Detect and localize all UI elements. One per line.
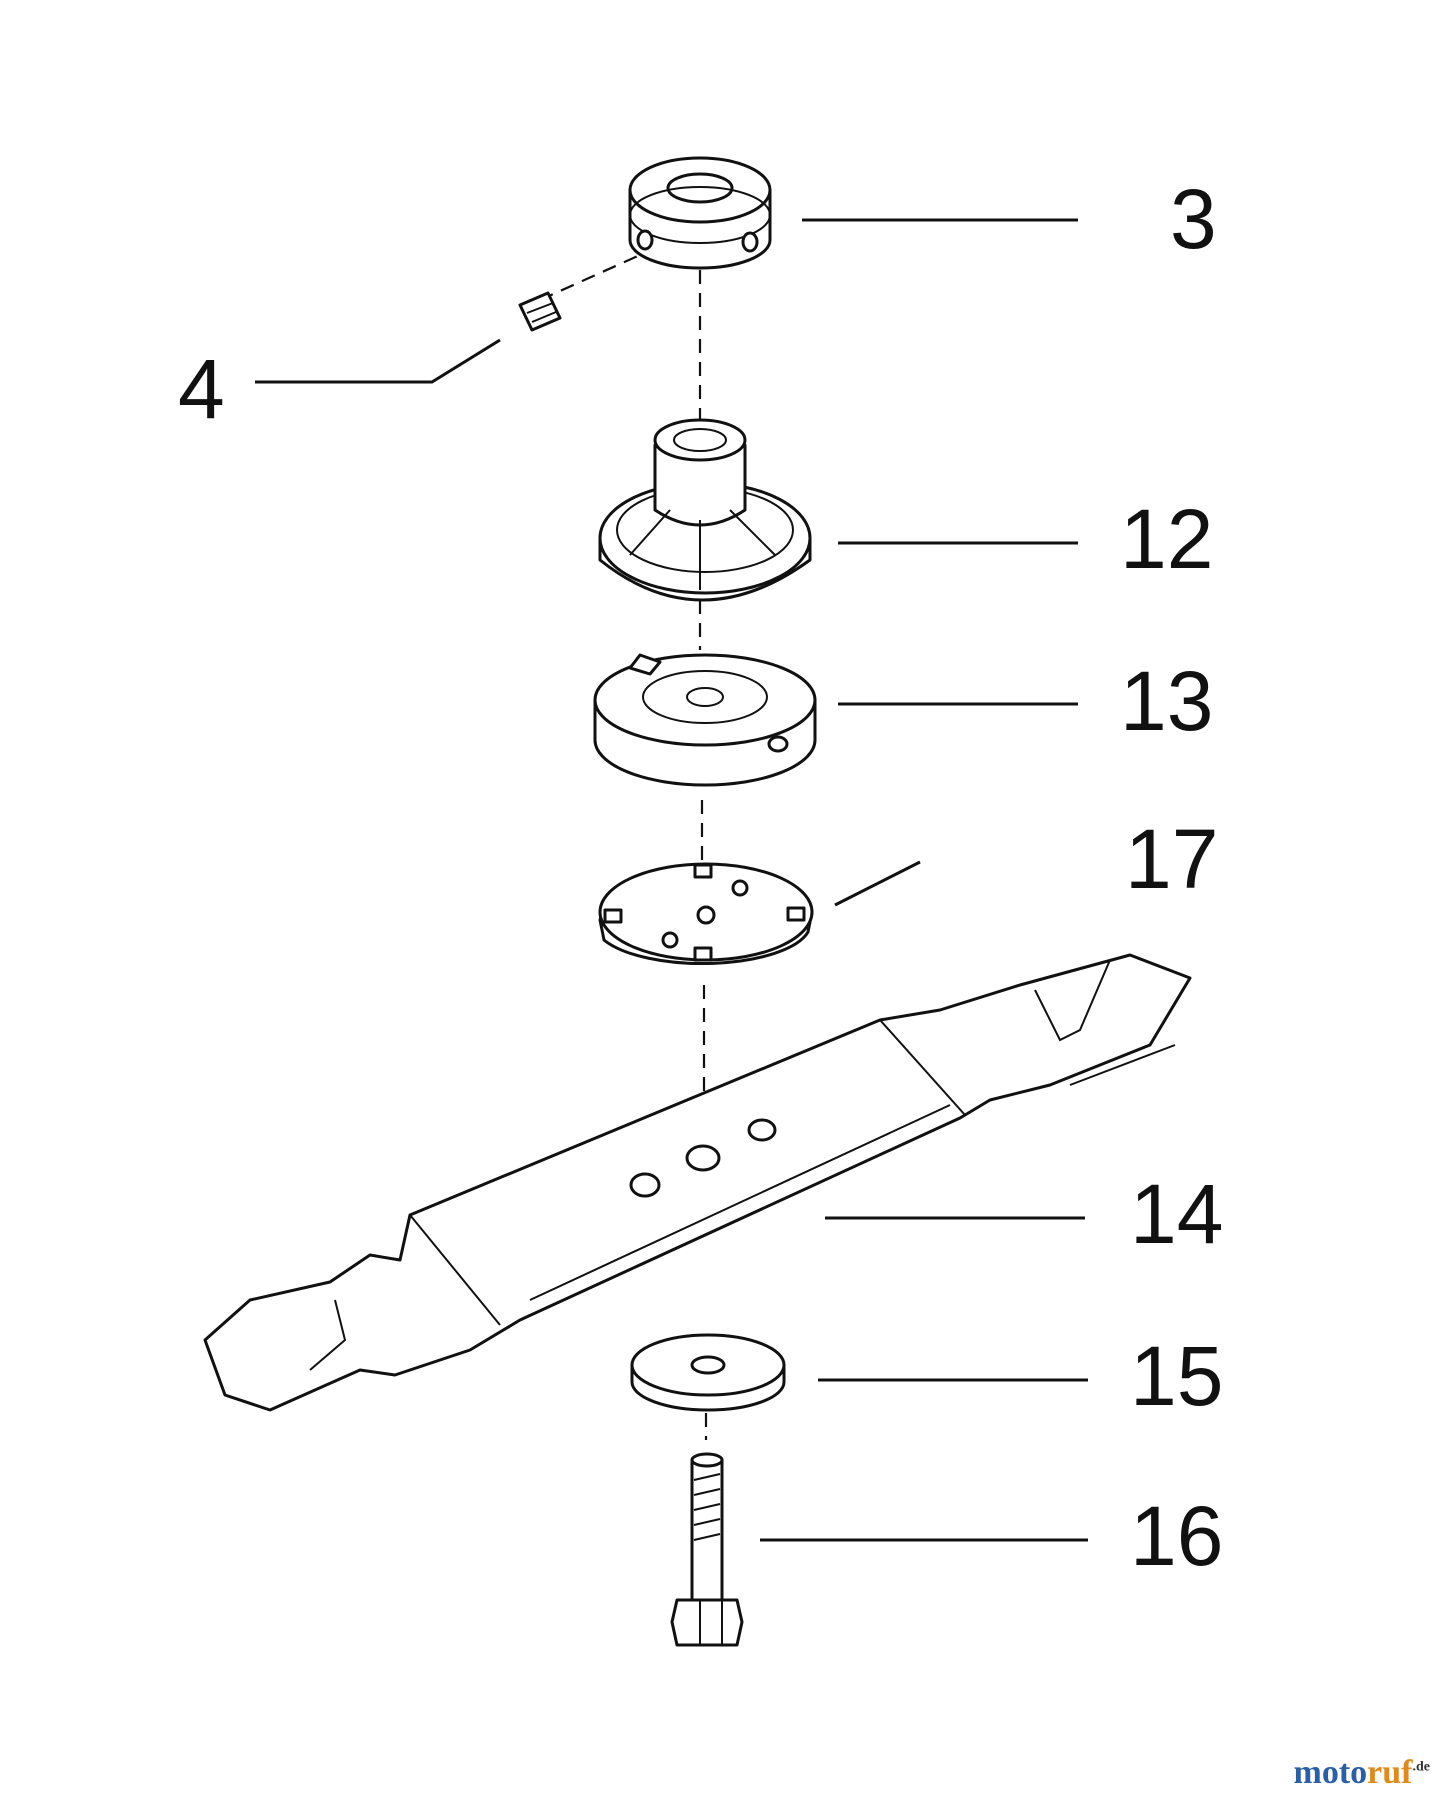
part-16-bolt [670, 1452, 744, 1647]
callout-14: 14 [1130, 1167, 1223, 1261]
callout-12: 12 [1120, 492, 1213, 586]
leader-17 [834, 860, 921, 907]
motoruf-watermark: motoruf.de [1294, 1754, 1430, 1792]
part-17-plate [598, 862, 814, 966]
part-4-set-screw [518, 291, 562, 332]
callout-16: 16 [1130, 1489, 1223, 1583]
part-13-drive-disc [593, 653, 817, 787]
leader-4 [255, 338, 501, 384]
part-15-washer [630, 1333, 786, 1412]
callout-15: 15 [1130, 1329, 1223, 1423]
callout-4: 4 [178, 342, 225, 436]
part-12-hub [598, 418, 812, 602]
callout-17: 17 [1125, 812, 1218, 906]
callout-13: 13 [1120, 654, 1213, 748]
part-14-blade [203, 953, 1192, 1412]
watermark-tld: .de [1412, 1759, 1431, 1775]
watermark-brand-part-2: ruf [1367, 1754, 1413, 1791]
callouts: 3 4 12 13 17 14 15 16 [178, 172, 1223, 1583]
watermark-brand-part-1: moto [1293, 1754, 1368, 1791]
watermark-brand: motoruf [1294, 1754, 1413, 1791]
part-3-collar [628, 156, 772, 270]
leader-lines [255, 218, 1088, 1542]
callout-3: 3 [1170, 172, 1217, 266]
